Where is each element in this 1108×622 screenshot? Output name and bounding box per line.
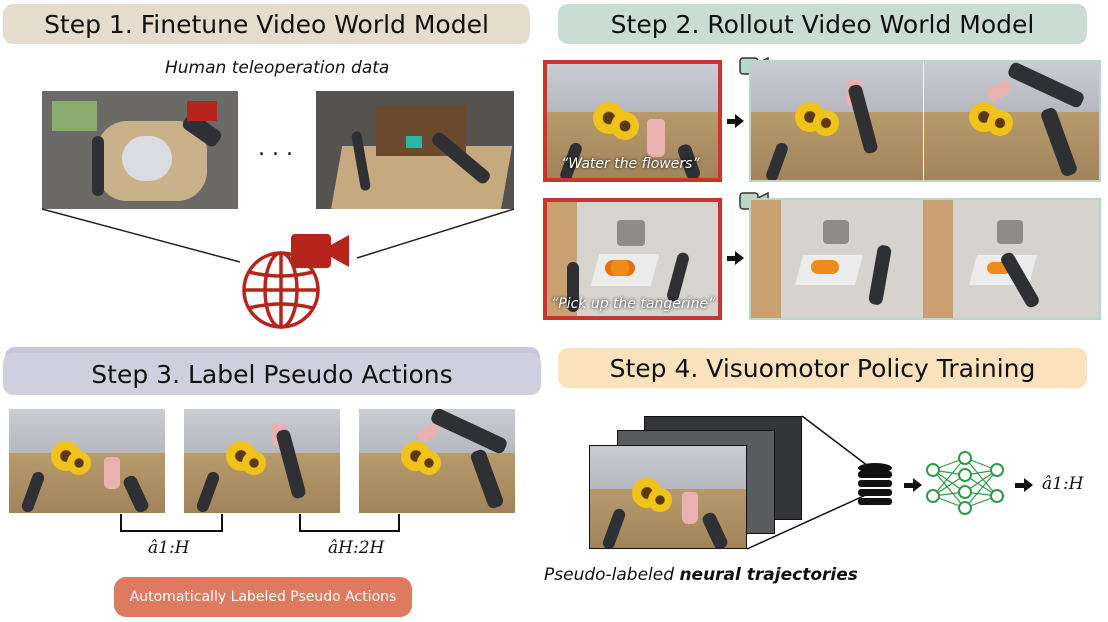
rollout-input-tangerine: “Pick up the tangerine” (543, 198, 722, 320)
step1-title: Step 1. Finetune Video World Model (3, 4, 530, 44)
database-icon (858, 463, 892, 505)
caption-water-flowers: “Water the flowers” (561, 156, 700, 172)
pseudo-frame-2 (184, 409, 340, 513)
pseudo-frame-3 (359, 409, 515, 513)
action-label-2: âH:2H (328, 538, 385, 558)
step2-title: Step 2. Rollout Video World Model (558, 4, 1087, 44)
policy-output-label: â1:H (1042, 474, 1084, 494)
step4-title: Step 4. Visuomotor Policy Training (558, 348, 1087, 388)
globe-icon (242, 251, 320, 329)
action-brackets (120, 514, 400, 532)
step4-caption: Pseudo-labeled neural trajectories (544, 565, 858, 585)
pseudo-frame-1 (9, 409, 165, 513)
teleop-image-2 (316, 91, 514, 209)
step4-caption-bold: neural trajectories (679, 565, 858, 585)
rollout-output-flowers (749, 60, 1101, 182)
neural-network-icon (926, 451, 1004, 515)
action-label-1: â1:H (148, 538, 190, 558)
video-camera-icon (291, 234, 349, 268)
step4-caption-normal: Pseudo-labeled (544, 565, 680, 585)
arrow-right-icon (1024, 478, 1033, 492)
converge-lines (41, 208, 515, 263)
caption-pick-tangerine: “Pick up the tangerine” (551, 296, 716, 312)
ellipsis: . . . (258, 136, 293, 161)
auto-label-button[interactable]: Automatically Labeled Pseudo Actions (114, 577, 412, 617)
rollout-output-tangerine (749, 198, 1101, 320)
arrow-right-icon (913, 478, 922, 492)
arrow-right-icon (735, 251, 744, 265)
step3-title: Step 3. Label Pseudo Actions (3, 353, 541, 395)
teleop-image-1 (42, 91, 238, 209)
trajectory-stack-front (589, 445, 747, 549)
step1-subtitle: Human teleoperation data (165, 58, 390, 78)
rollout-input-flowers: “Water the flowers” (543, 60, 722, 182)
arrow-right-icon (727, 119, 737, 124)
